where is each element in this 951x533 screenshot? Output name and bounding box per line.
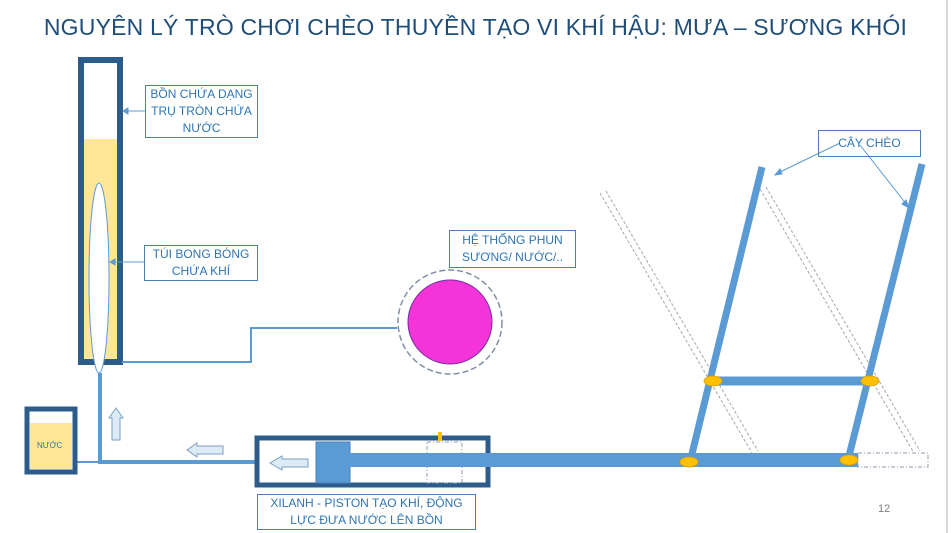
water-container (24, 406, 78, 475)
joint (679, 456, 699, 468)
label-water: NƯỚC (37, 441, 63, 450)
label-cylinder: XILANH - PISTON TẠO KHÍ, ĐỘNG LỰC ĐƯA NƯ… (257, 494, 476, 530)
sprayer (407, 279, 493, 365)
arrow-up-icon (108, 407, 124, 441)
arrow-left-icon (269, 455, 309, 471)
page-number: 12 (878, 503, 891, 515)
oar-left (686, 166, 766, 463)
label-sprayer: HỆ THỐNG PHUN SƯƠNG/ NƯỚC/.. (449, 230, 576, 268)
joints (679, 375, 880, 468)
sprayer-outline (397, 269, 503, 375)
callout-lines (109, 107, 910, 266)
arrow-left-icon (186, 442, 224, 458)
joint (839, 454, 859, 466)
pipe-supply (98, 373, 256, 464)
joint (703, 375, 723, 387)
ghost-oar-right (759, 186, 921, 454)
gas-balloon (88, 182, 110, 374)
ghost-oar-left (599, 190, 759, 454)
label-oar: CÂY CHÈO (818, 130, 921, 157)
cylinder (254, 432, 858, 488)
oar-right (844, 163, 926, 461)
label-tank: BỒN CHỨA DẠNG TRỤ TRÒN CHỨA NƯỚC (145, 85, 258, 138)
rod-extension (857, 452, 929, 468)
joint (860, 375, 880, 387)
pipe-to-sprayer (122, 327, 397, 363)
slide-edge (946, 0, 948, 533)
slide-title: NGUYÊN LÝ TRÒ CHƠI CHÈO THUYỀN TẠO VI KH… (43, 14, 908, 40)
label-balloon: TÚI BONG BÓNG CHỨA KHÍ (144, 245, 258, 281)
